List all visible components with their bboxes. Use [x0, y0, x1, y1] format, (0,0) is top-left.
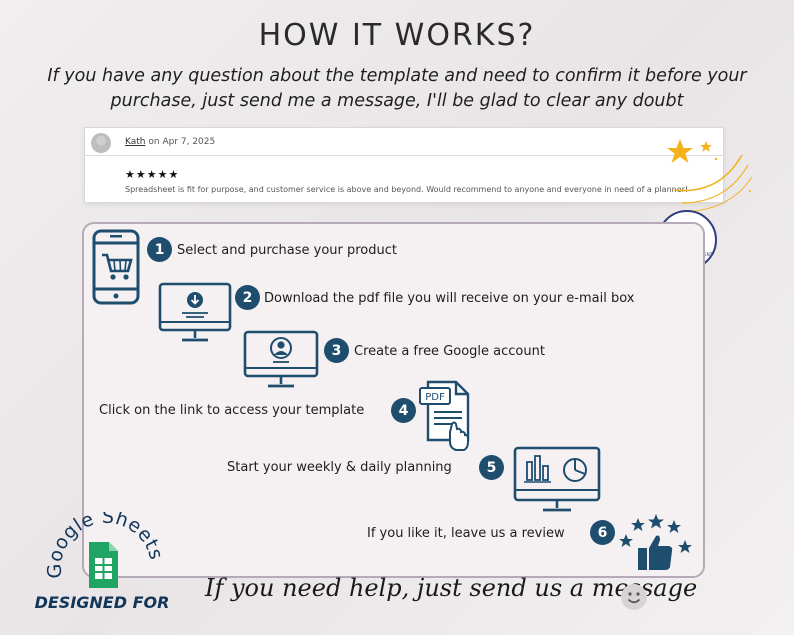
- reviewer-name[interactable]: Kath: [125, 137, 146, 147]
- step-5-badge: 5: [479, 455, 504, 480]
- monitor-download-icon: [158, 282, 232, 342]
- review-divider: [85, 155, 723, 156]
- step-5-label: Start your weekly & daily planning: [227, 460, 452, 475]
- designed-for-google-sheets-badge: Google Sheets DESIGNED FOR: [35, 512, 170, 612]
- page-title: HOW IT WORKS?: [258, 18, 536, 53]
- step-3-label: Create a free Google account: [354, 344, 545, 359]
- review-card: Kath on Apr 7, 2025 ★★★★★ Spreadsheet is…: [84, 127, 724, 203]
- designed-for-text: DESIGNED FOR: [35, 593, 170, 612]
- review-meta: Kath on Apr 7, 2025: [125, 137, 215, 147]
- reviewer-avatar: [91, 133, 111, 153]
- review-date: on Apr 7, 2025: [148, 137, 216, 147]
- review-stars: ★★★★★: [125, 168, 180, 181]
- pdf-label: PDF: [425, 392, 445, 403]
- step-2-badge: 2: [235, 285, 260, 310]
- step-4-label: Click on the link to access your templat…: [99, 403, 365, 418]
- step-1-label: Select and purchase your product: [177, 243, 397, 258]
- thumbs-up-stars-icon: [619, 514, 692, 570]
- step-2-label: Download the pdf file you will receive o…: [264, 291, 635, 306]
- sheets-file-icon: [89, 542, 118, 588]
- page-subtitle: If you have any question about the templ…: [47, 66, 747, 111]
- step-6-label: If you like it, leave us a review: [367, 526, 565, 541]
- step-1-badge: 1: [147, 237, 172, 262]
- steps-panel: [82, 222, 705, 578]
- footer-message: If you need help, just send us a message: [205, 574, 698, 602]
- step-4-badge: 4: [391, 398, 416, 423]
- step-3-badge: 3: [324, 338, 349, 363]
- monitor-chart-icon: [513, 446, 601, 512]
- monitor-user-icon: [243, 330, 319, 388]
- pdf-document-icon: PDF: [419, 380, 470, 451]
- shooting-stars-icon: [667, 139, 753, 212]
- review-text: Spreadsheet is fit for purpose, and cust…: [125, 185, 689, 194]
- phone-cart-icon: [92, 229, 140, 305]
- smiley-face-icon: [621, 584, 647, 610]
- step-6-badge: 6: [590, 520, 615, 545]
